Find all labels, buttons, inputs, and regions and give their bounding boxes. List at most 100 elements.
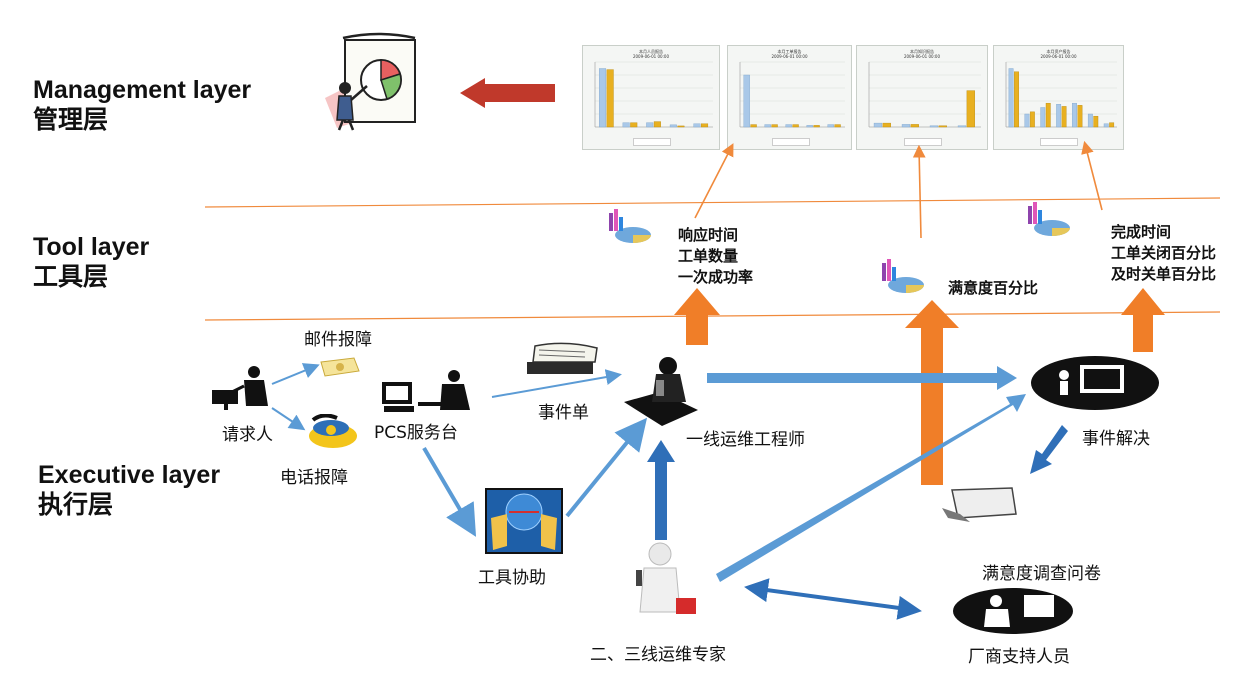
email-envelope-icon	[320, 357, 360, 377]
report-chart-icon-2	[882, 259, 924, 293]
bar-series-a	[929, 125, 939, 128]
metrics-group-2: 满意度百分比	[948, 278, 1038, 299]
bar-series-b	[1077, 105, 1083, 128]
metric-satisfaction-percent: 满意度百分比	[948, 279, 1039, 297]
bar-series-b	[1029, 111, 1035, 128]
bar-series-b	[1014, 71, 1019, 128]
first-line-engineer-icon	[624, 357, 698, 426]
executive-layer-zh: 执行层	[38, 491, 114, 519]
label-service-desk: PCS服务台	[374, 423, 458, 443]
bar-series-a	[622, 122, 630, 128]
label-experts: 二、三线运维专家	[590, 645, 726, 665]
separator-bottom	[204, 311, 1221, 321]
ticket-printer-icon	[527, 342, 598, 374]
bar-series-b	[771, 124, 778, 128]
bar-series-a	[901, 124, 911, 128]
arrow-tool-to-engineer	[565, 417, 648, 518]
metric-first-time-success: 一次成功率	[678, 268, 754, 286]
metric-response-time: 响应时间	[678, 226, 739, 244]
requester-icon	[212, 366, 268, 410]
arrow-expert-to-engineer	[647, 440, 675, 540]
mini-chart-4-legend	[1040, 138, 1078, 146]
bar-series-a	[693, 123, 701, 128]
mini-chart-1-title: 本月人员报告	[639, 49, 663, 54]
bar-series-a	[806, 125, 813, 128]
bar-series-a	[1072, 102, 1077, 128]
bar-series-a	[764, 124, 771, 128]
bar-series-b	[606, 69, 614, 128]
bar-series-b	[750, 124, 757, 128]
label-phone-report: 电话报障	[280, 468, 348, 488]
phone-icon	[309, 414, 357, 448]
presentation-board-icon	[325, 32, 416, 131]
label-survey: 满意度调查问卷	[982, 564, 1101, 584]
tool-layer-zh: 工具层	[33, 263, 109, 291]
bar-series-a	[743, 74, 750, 128]
mini-chart-3-subtitle: 2009-06-01 00:00	[903, 54, 941, 59]
orange-block-arrow-survey	[905, 300, 959, 485]
arrow-expert-to-resolution	[716, 394, 1026, 582]
expert-technician-icon	[636, 542, 696, 614]
mini-chart-2-legend	[772, 138, 810, 146]
bar-series-a	[827, 124, 834, 128]
tool-layer-en: Tool layer	[33, 233, 150, 261]
orange-arrow-to-chart-3	[912, 144, 926, 239]
tool-layer-title: Tool layer 工具层	[33, 232, 149, 292]
metric-completion-time: 完成时间	[1111, 223, 1172, 241]
bar-series-a	[1103, 123, 1109, 128]
bar-series-a	[669, 124, 677, 128]
bar-series-b	[834, 124, 841, 128]
arrow-resolution-to-survey	[1030, 425, 1068, 474]
bar-series-b	[882, 122, 891, 128]
label-first-line-engineer: 一线运维工程师	[686, 430, 805, 450]
mini-chart-1-subtitle: 2009-06-01 00:00	[632, 54, 670, 59]
label-tool-assist: 工具协助	[478, 568, 546, 588]
bar-series-a	[1024, 113, 1030, 128]
label-email-report: 邮件报障	[304, 330, 372, 350]
mini-chart-2-plot	[739, 61, 845, 128]
bar-series-a	[1056, 104, 1062, 128]
bar-series-b	[792, 124, 799, 128]
tool-assist-icon	[485, 488, 563, 554]
metric-timely-close-percent: 及时关单百分比	[1111, 265, 1217, 283]
bar-series-a	[873, 122, 883, 128]
arrow-expert-vendor-bidirectional	[744, 578, 922, 620]
label-requester: 请求人	[222, 425, 273, 445]
metrics-group-1: 响应时间 工单数量 一次成功率	[678, 225, 753, 288]
bar-series-b	[653, 121, 661, 128]
bar-series-a	[1087, 113, 1093, 128]
bar-series-b	[966, 90, 975, 128]
mini-chart-4-title: 本月资产报告	[1046, 49, 1071, 54]
bar-series-a	[1040, 107, 1046, 128]
metrics-group-3: 完成时间 工单关闭百分比 及时关单百分比	[1111, 222, 1216, 285]
arrow-engineer-to-resolution	[707, 366, 1017, 390]
bar-series-a	[957, 125, 967, 128]
arrow-requester-to-email	[271, 363, 320, 385]
metric-ticket-close-percent: 工单关闭百分比	[1111, 244, 1217, 262]
orange-arrow-to-chart-2	[694, 143, 734, 219]
bar-series-b	[813, 125, 820, 128]
metric-ticket-count: 工单数量	[678, 247, 739, 265]
mini-chart-4-subtitle: 2009-06-01 00:00	[1040, 54, 1077, 59]
management-layer-title: Management layer 管理层	[33, 75, 251, 135]
report-chart-icon-3	[1028, 202, 1070, 236]
label-vendor-support: 厂商支持人员	[968, 647, 1070, 667]
bar-series-a	[785, 124, 792, 128]
orange-block-arrow-resolution	[1121, 288, 1165, 352]
orange-block-arrow-engineer	[674, 288, 720, 345]
mini-chart-4-plot	[1005, 61, 1117, 128]
bar-series-a	[646, 122, 654, 128]
mini-chart-1-plot	[594, 61, 713, 128]
bar-series-b	[1109, 122, 1115, 128]
bar-series-b	[1093, 115, 1099, 128]
separator-top	[204, 197, 1221, 208]
mini-chart-1-legend	[633, 138, 671, 146]
service-desk-icon	[382, 370, 470, 412]
management-layer-en: Management layer	[33, 76, 252, 104]
mini-chart-3-title: 本月知识报告	[910, 49, 934, 54]
bar-series-a	[599, 68, 607, 128]
